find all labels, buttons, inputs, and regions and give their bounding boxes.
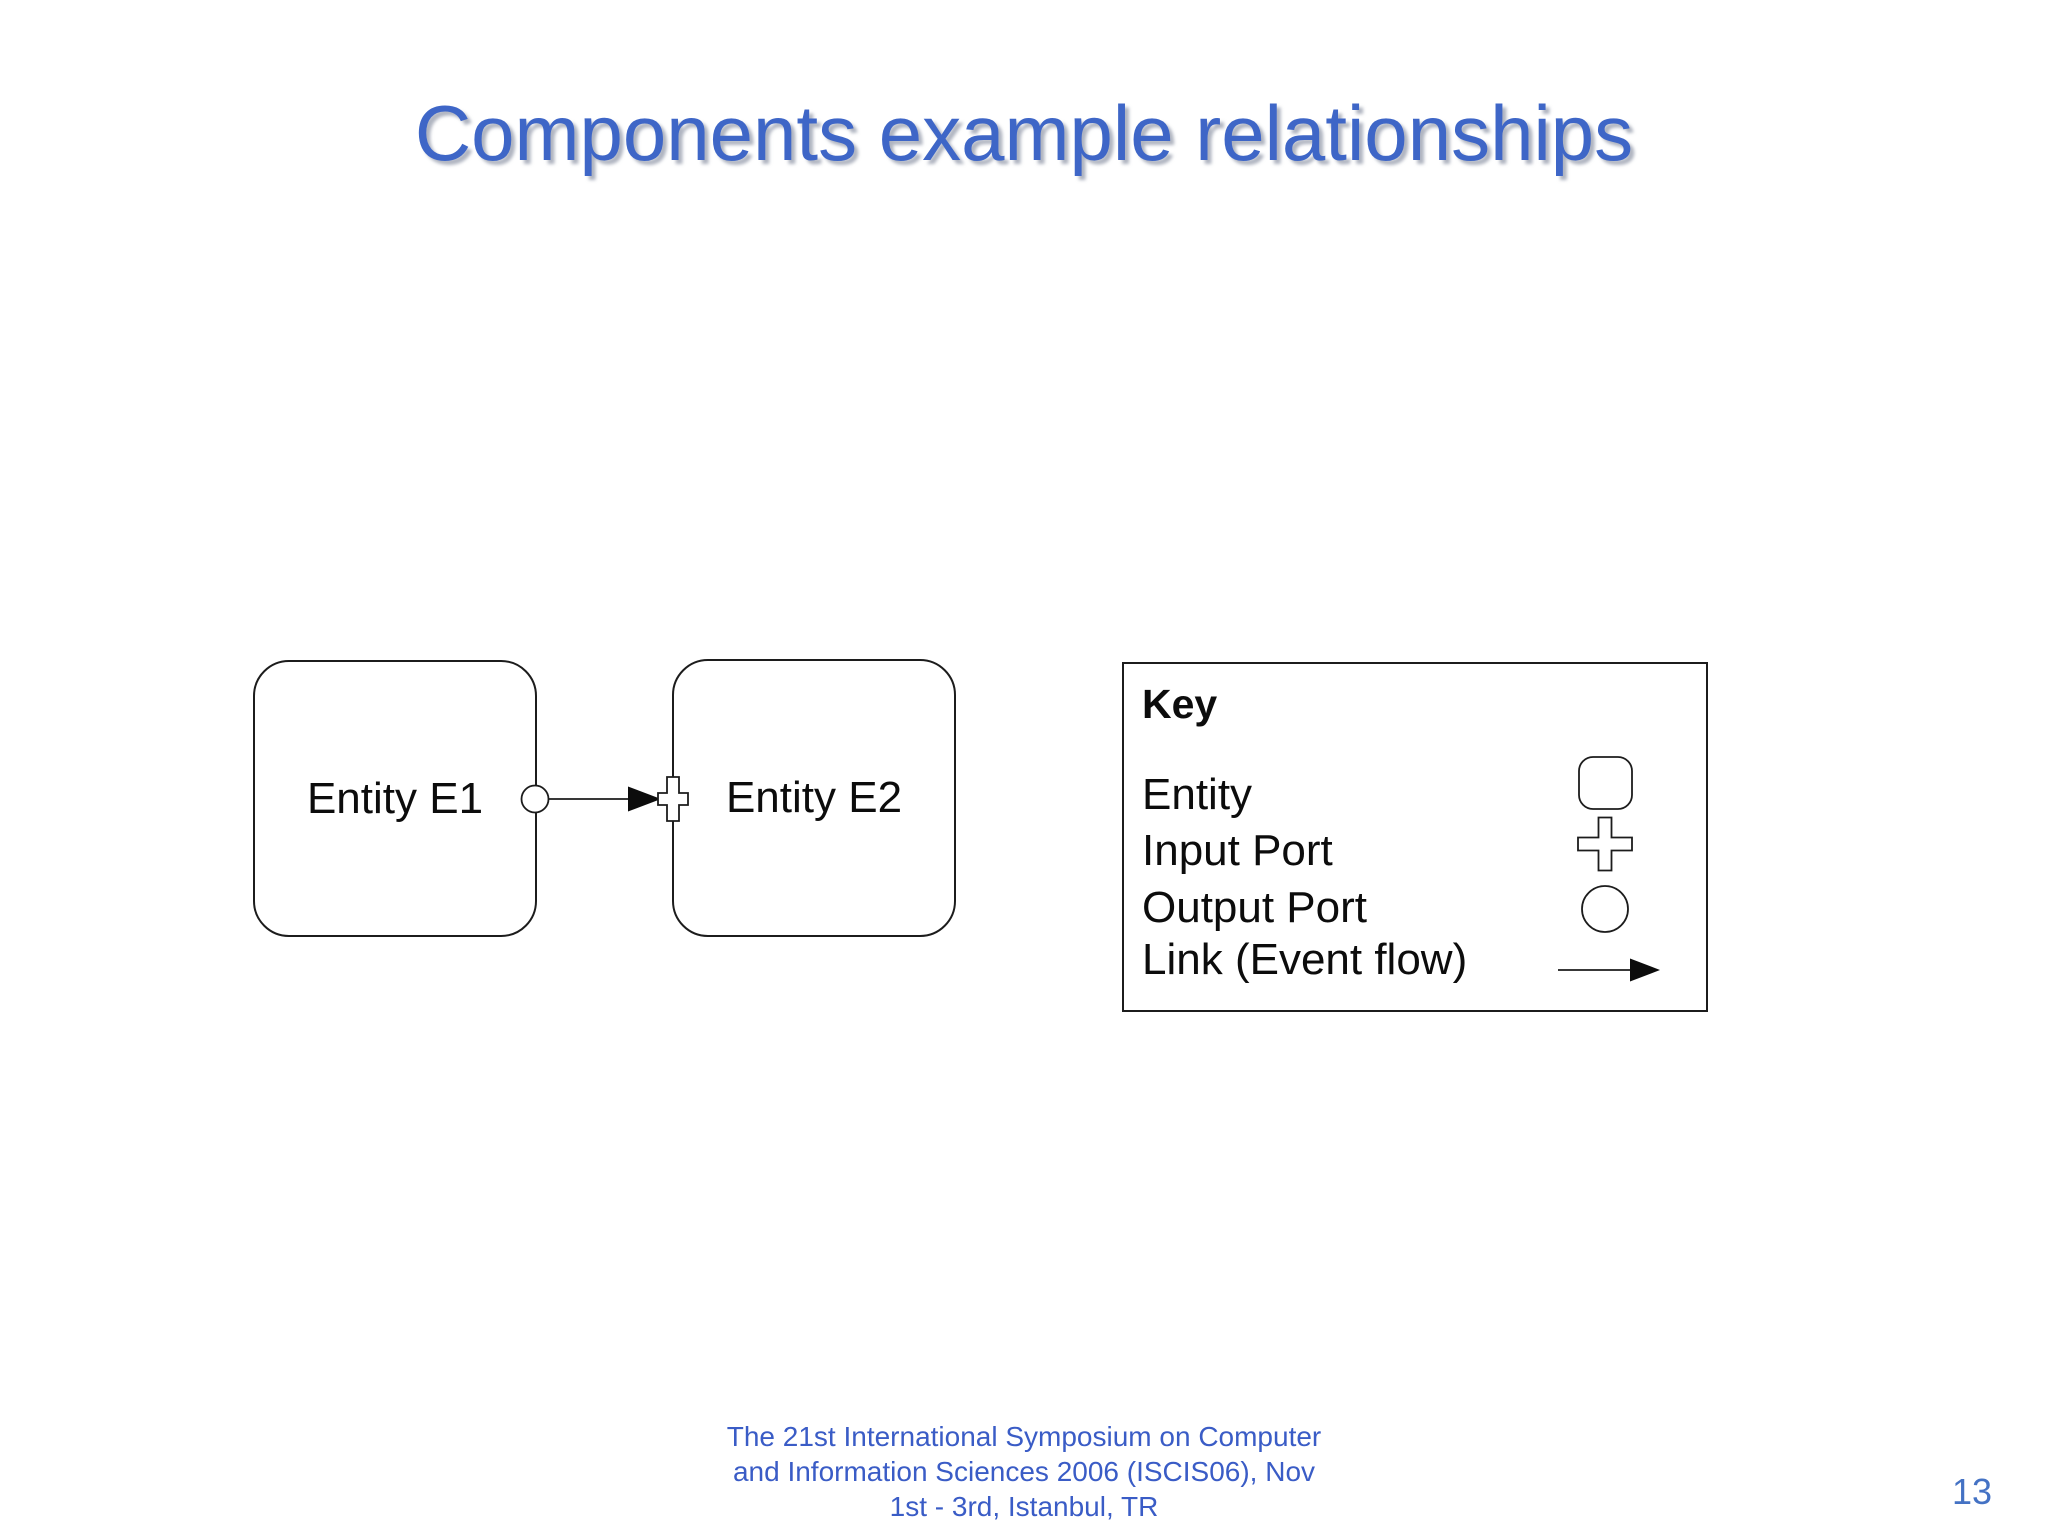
footer-text: The 21st International Symposium on Comp… <box>726 1421 1322 1522</box>
arrowhead-icon <box>628 786 661 812</box>
arrow-icon <box>1630 958 1660 982</box>
rounded-square-icon <box>1578 756 1633 810</box>
plus-icon <box>1577 816 1633 872</box>
page-number: 13 <box>1952 1471 1993 1512</box>
entity-e1-label: Entity E1 <box>306 773 484 823</box>
link-connector <box>520 776 689 822</box>
entity-e2-box: Entity E2 <box>672 659 956 937</box>
circle-icon <box>1581 885 1629 933</box>
entity-e2-label: Entity E2 <box>725 773 903 822</box>
key-item-input-port: Input Port <box>1142 826 1333 875</box>
key-title: Key <box>1142 681 1218 727</box>
key-item-link: Link (Event flow) <box>1142 935 1468 984</box>
output-port-icon <box>520 784 550 814</box>
key-box: Key Entity Input Port Output Port Link (… <box>1122 662 1708 1012</box>
input-port-icon <box>657 776 689 822</box>
key-item-entity: Entity <box>1142 770 1253 819</box>
key-item-output-port: Output Port <box>1142 883 1368 932</box>
slide-title: Components example relationships <box>414 89 1634 177</box>
entity-e1-box: Entity E1 <box>253 660 537 937</box>
key-symbols <box>1558 756 1660 982</box>
